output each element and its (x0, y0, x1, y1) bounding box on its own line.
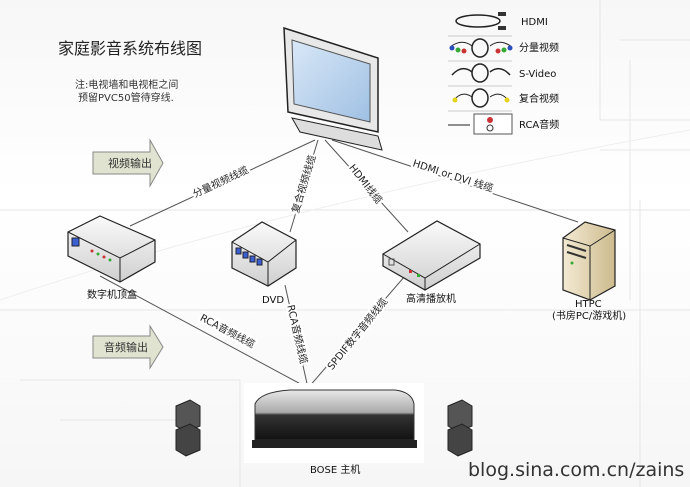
tv-icon (283, 26, 383, 151)
right-speaker-icon (447, 399, 473, 457)
legend-label-composite: 复合视频 (519, 92, 559, 105)
dvd-player-icon (231, 221, 297, 287)
label-spdif-cable: SPDIF数字音频线缆 (324, 295, 390, 372)
left-speaker-icon (175, 399, 201, 457)
legend-label-rca: RCA音频 (519, 118, 559, 131)
cables (99, 139, 579, 389)
device-label-stb: 数字机顶盒 (87, 288, 137, 301)
bose-receiver-icon (244, 383, 424, 463)
audio-output-label: 音频输出 (104, 340, 148, 354)
video-output-label: 视频输出 (108, 156, 152, 170)
device-label-hd-player: 高清播放机 (406, 292, 456, 305)
svideo-cable-icon (451, 63, 511, 83)
hd-player-icon (382, 220, 481, 291)
label-hdmi-dvi-cable: HDMI or DVI 线缆 (411, 157, 495, 195)
device-label-dvd: DVD (262, 295, 284, 306)
label-composite-cable: 复合视频线缆 (289, 153, 319, 214)
diagram-title: 家庭影音系统布线图 (58, 39, 202, 58)
cable-hdmi (324, 139, 409, 233)
cable-spdif (307, 275, 406, 389)
set-top-box-icon (67, 215, 156, 283)
watermark: blog.sina.com.cn/zains (468, 459, 684, 481)
legend-label-hdmi: HDMI (521, 17, 548, 28)
note-line-2: 预留PVC50管待穿线. (78, 91, 174, 104)
htpc-icon (562, 221, 616, 301)
cable-component (129, 139, 316, 227)
cable-rca-dvd (284, 284, 309, 389)
label-rca-dvd-cable: RCA音频线缆 (284, 303, 310, 365)
legend-label-svideo: S-Video (519, 69, 556, 80)
rca-audio-cable-icon (448, 113, 513, 135)
legend: HDMI 分量视频 S-Video 复合视频 RCA音频 (448, 12, 559, 135)
device-label-htpc: HTPC (575, 299, 602, 310)
component-cable-icon (449, 38, 513, 58)
cable-composite (289, 139, 319, 233)
legend-label-component: 分量视频 (519, 41, 559, 54)
cable-hdmi-dvi (331, 139, 579, 223)
audio-output-arrow: 音频输出 (92, 324, 164, 370)
device-label-htpc-sub: (书房PC/游戏机) (552, 309, 626, 322)
label-hdmi-cable: HDMI线缆 (346, 161, 385, 206)
hdmi-cable-icon (455, 12, 506, 30)
composite-cable-icon (452, 88, 510, 108)
label-component-cable: 分量视频线缆 (191, 163, 251, 200)
cable-rca-stb (99, 275, 309, 389)
video-output-arrow: 视频输出 (92, 138, 164, 188)
device-label-bose: BOSE 主机 (310, 463, 360, 476)
note-line-1: 注:电视墙和电视柜之间 (75, 78, 178, 91)
